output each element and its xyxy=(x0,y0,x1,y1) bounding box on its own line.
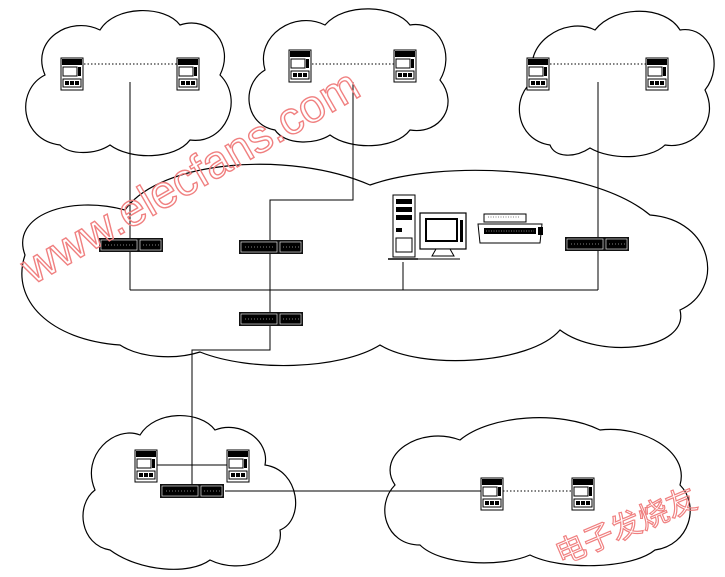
workstation-icon xyxy=(60,57,84,91)
workstation-icon xyxy=(176,57,200,91)
workstation-icon xyxy=(571,477,595,511)
workstation-icon xyxy=(393,49,417,83)
router-icon xyxy=(238,239,304,255)
monitor-icon xyxy=(418,212,467,260)
router-icon xyxy=(238,311,304,327)
cloud-top-middle xyxy=(248,8,449,147)
router-icon xyxy=(159,483,225,499)
printer-icon xyxy=(477,213,543,244)
router-icon xyxy=(564,236,630,252)
server-tower-icon xyxy=(388,194,418,260)
link-lower-router-to-branch xyxy=(191,320,271,490)
workstation-icon xyxy=(480,477,504,511)
cloud-bottom-right xyxy=(384,417,691,567)
cloud-top-left xyxy=(25,9,232,157)
cloud-central-backbone xyxy=(21,163,709,367)
workstation-icon xyxy=(645,57,669,91)
workstation-icon xyxy=(526,57,550,91)
workstation-icon xyxy=(134,449,158,483)
workstation-icon xyxy=(226,449,250,483)
